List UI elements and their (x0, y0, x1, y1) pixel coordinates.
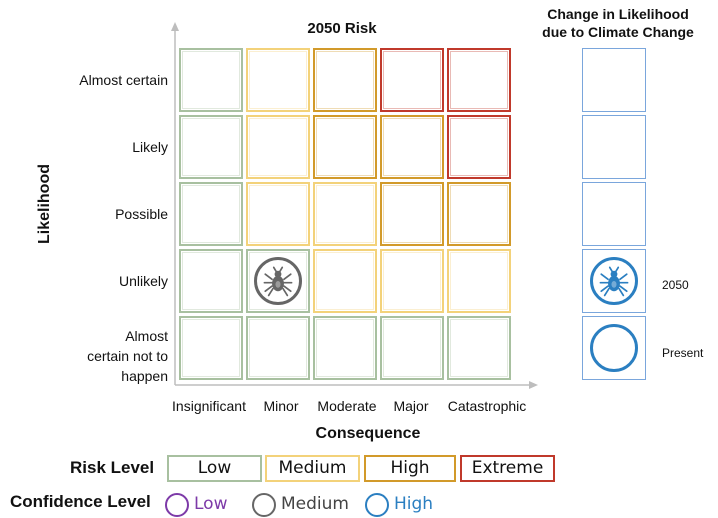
risk-cell-low (179, 48, 243, 112)
y-tick-label: Almost certain not to happen (87, 328, 168, 384)
confidence-legend-circle-icon (365, 493, 389, 517)
y-tick-label: Unlikely (118, 273, 168, 289)
risk-cell-low (313, 316, 377, 380)
risk-cell-high (380, 182, 444, 246)
risk-level-legend-label: Risk Level (70, 458, 155, 477)
change-cell (582, 115, 646, 179)
confidence-legend-circle-icon (165, 493, 189, 517)
x-tick-label: Major (393, 398, 429, 414)
x-axis-arrow (529, 381, 538, 389)
axes (171, 22, 538, 389)
risk-cell-high (380, 115, 444, 179)
confidence-legend-medium: Medium (281, 494, 349, 514)
risk-cell-medium (313, 249, 377, 313)
change-title-line1: Change in Likelihood (547, 6, 689, 22)
empty-confidence-circle-icon (590, 324, 638, 372)
risk-cell-medium (380, 249, 444, 313)
risk-cell-medium (313, 182, 377, 246)
risk-cell-low (179, 316, 243, 380)
risk-legend-extreme: Extreme (460, 455, 555, 482)
risk-cell-high (447, 182, 511, 246)
risk-cell-low (179, 249, 243, 313)
label-present: Present (662, 346, 704, 360)
risk-legend-low: Low (167, 455, 262, 482)
risk-cell-low (179, 115, 243, 179)
x-tick-label: Minor (263, 398, 299, 414)
change-cell (582, 48, 646, 112)
x-axis-title: Consequence (315, 425, 421, 442)
risk-cell-medium (246, 182, 310, 246)
risk-cell-extreme (447, 48, 511, 112)
confidence-legend-label: Confidence Level (10, 492, 151, 511)
risk-cell-medium (447, 249, 511, 313)
risk-legend-high: High (364, 455, 456, 482)
confidence-circle-icon (254, 257, 302, 305)
label-2050: 2050 (662, 278, 689, 292)
risk-legend-medium: Medium (265, 455, 360, 482)
chart-title: 2050 Risk (307, 20, 377, 37)
confidence-legend-high: High (394, 494, 434, 514)
change-title-line2: due to Climate Change (542, 24, 694, 40)
risk-cell-extreme (380, 48, 444, 112)
x-tick-label: Insignificant (172, 398, 246, 414)
change-title: Change in Likelihood due to Climate Chan… (520, 5, 716, 41)
y-tick-label: Almost certain (79, 72, 168, 88)
risk-cell-low (447, 316, 511, 380)
risk-cell-high (313, 115, 377, 179)
tick-icon (263, 266, 293, 297)
tick-icon (599, 266, 629, 297)
change-cell (582, 182, 646, 246)
confidence-legend-low: Low (194, 494, 228, 514)
risk-cell-medium (246, 48, 310, 112)
y-axis-arrow (171, 22, 179, 31)
y-tick-label: Possible (115, 206, 168, 222)
risk-cell-low (246, 316, 310, 380)
risk-cell-low (179, 182, 243, 246)
confidence-circle-icon (590, 257, 638, 305)
x-tick-label: Moderate (317, 398, 377, 414)
risk-cell-medium (246, 115, 310, 179)
y-tick-label: Likely (132, 139, 168, 155)
risk-cell-high (313, 48, 377, 112)
risk-cell-low (380, 316, 444, 380)
confidence-legend-circle-icon (252, 493, 276, 517)
risk-cell-extreme (447, 115, 511, 179)
x-tick-label: Catastrophic (447, 398, 527, 414)
